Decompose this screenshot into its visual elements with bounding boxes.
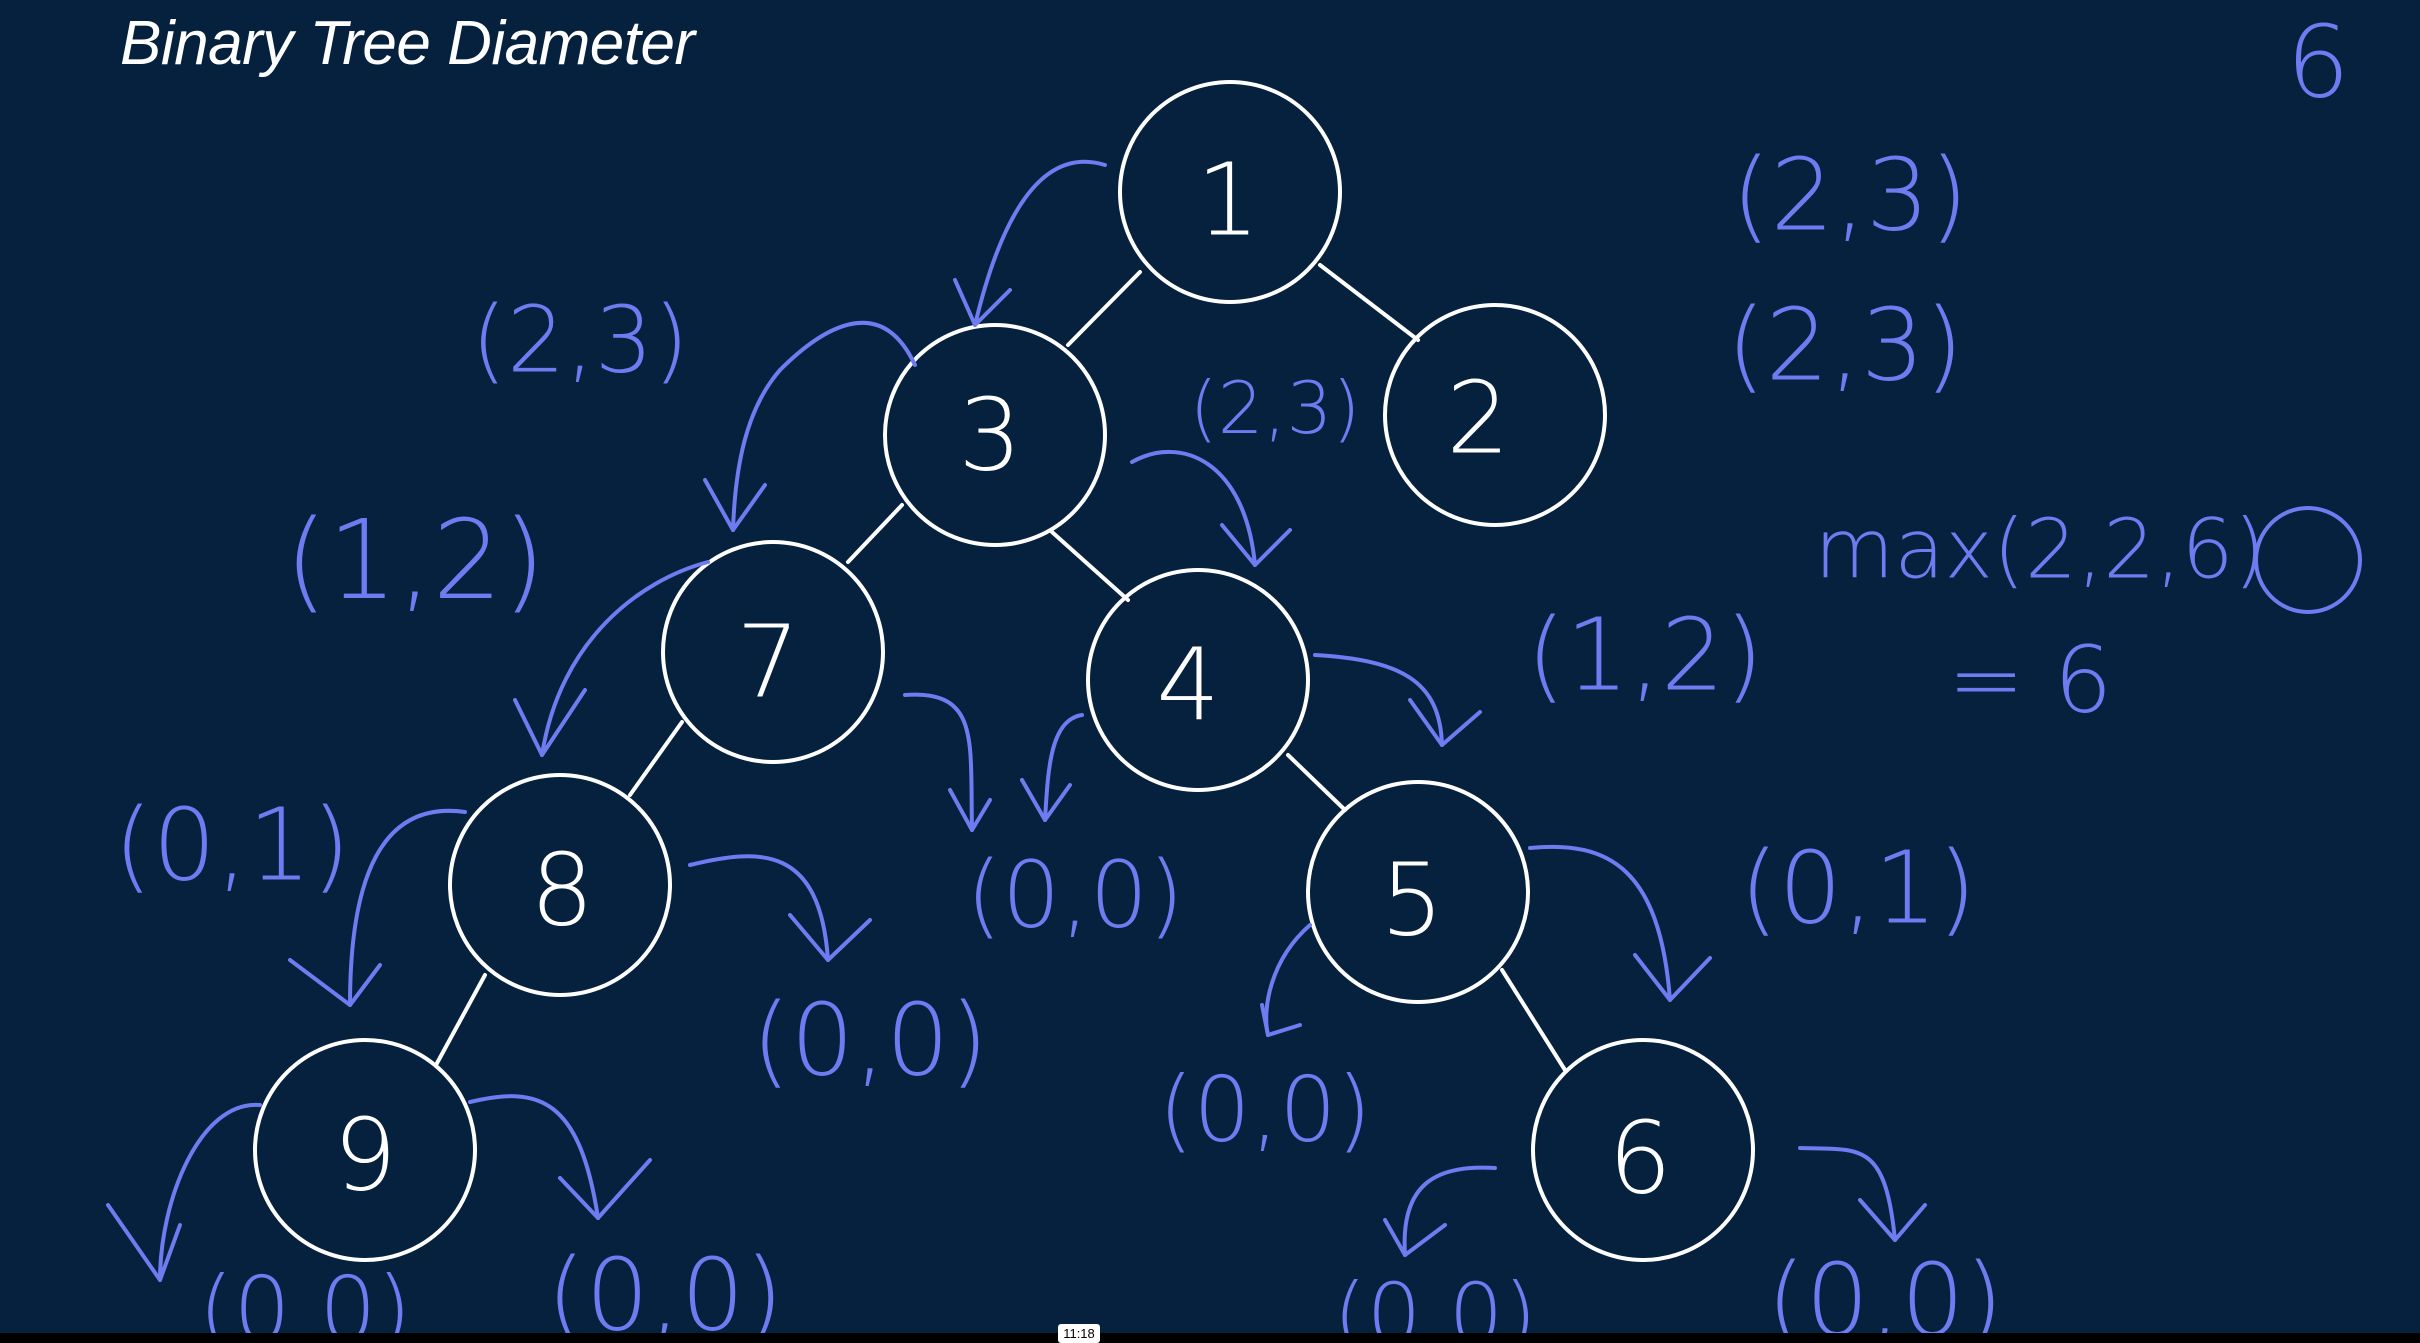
tree-node: 3: [883, 323, 1107, 547]
tree-node: 6: [1531, 1038, 1755, 1262]
arrow-7-to-8: [540, 560, 710, 757]
edge-7-8: [628, 720, 684, 797]
recursion-arrows: [106, 159, 2362, 1282]
tree-node: 7: [661, 540, 885, 764]
annotation-null-pair: (0,0): [198, 1258, 411, 1343]
tree-node: 9: [253, 1038, 477, 1262]
arrow-3-to-7: [731, 320, 917, 532]
arrow-7-to-null: [903, 692, 974, 832]
node-label: 1: [1196, 142, 1260, 259]
tree-node: 2: [1383, 303, 1607, 527]
annotation-pair: (0,1): [113, 787, 350, 904]
tree-node: 4: [1086, 568, 1310, 792]
annotation-null-pair: (0,0): [1766, 1242, 2003, 1343]
arrow-9-to-null: [158, 1102, 262, 1282]
edge-1-3: [1066, 270, 1142, 347]
node-label: 3: [958, 377, 1022, 494]
arrow-4-to-5: [1313, 653, 1444, 747]
arrow-6-to-null: [1402, 1165, 1497, 1257]
edge-8-9: [434, 973, 487, 1067]
arrow-9-to-null-right: [468, 1094, 600, 1220]
node-label: 2: [1446, 360, 1510, 477]
video-timestamp: 11:18: [1058, 1324, 1100, 1343]
annotation-null-pair: (0,0): [751, 982, 988, 1099]
node-label: 4: [1156, 627, 1220, 744]
node-label: 7: [736, 604, 800, 721]
edge-5-6: [1500, 968, 1567, 1072]
annotation-pair: (2,3): [471, 287, 689, 394]
arrow-8-to-9: [348, 808, 467, 1007]
annotation-pair: (2,3): [1190, 366, 1361, 450]
annotation-null-pair: (0,0): [966, 842, 1184, 949]
video-progress-bar[interactable]: [0, 1333, 2420, 1343]
arrow-4-to-null: [1043, 713, 1084, 822]
edge-4-5: [1286, 753, 1347, 812]
arrow-3-to-4: [1130, 449, 1257, 567]
highlight-circle: [2254, 506, 2362, 614]
annotation-null-pair: (0,0): [546, 1237, 783, 1343]
node-label: 5: [1380, 842, 1444, 959]
edge-3-7: [846, 503, 904, 564]
corner-result: 6: [2286, 4, 2350, 121]
page-title: Binary Tree Diameter: [120, 9, 695, 78]
annotation-pair: (1,2): [1526, 597, 1763, 714]
tree-node: 8: [448, 773, 672, 997]
arrow-5-to-null: [1264, 923, 1312, 1037]
arrow-5-to-6: [1528, 844, 1672, 1002]
max-expression: max(2,2,6): [1814, 503, 2265, 598]
tree-node: 5: [1306, 780, 1530, 1004]
edge-3-4: [1050, 530, 1130, 602]
annotation-null-pair: (0,0): [1158, 1058, 1371, 1163]
arrow-6-to-null-right: [1798, 1146, 1897, 1242]
tree-node: 1: [1118, 80, 1342, 304]
node-label: 6: [1608, 1100, 1672, 1217]
node-label: 9: [333, 1097, 397, 1214]
arrow-8-to-null: [688, 854, 830, 962]
node-label: 8: [530, 832, 594, 949]
arrow-1-to-3: [973, 159, 1107, 327]
annotation-pair: (1,2): [285, 496, 546, 624]
annotation-pair: (0,1): [1739, 830, 1976, 947]
max-result: = 6: [1948, 627, 2113, 734]
annotation-pair: (2,3): [1726, 287, 1963, 404]
edge-1-2: [1318, 263, 1420, 342]
annotation-null-pair: (0,0): [1333, 1265, 1537, 1343]
annotation-pair: (2,3): [1731, 137, 1968, 254]
